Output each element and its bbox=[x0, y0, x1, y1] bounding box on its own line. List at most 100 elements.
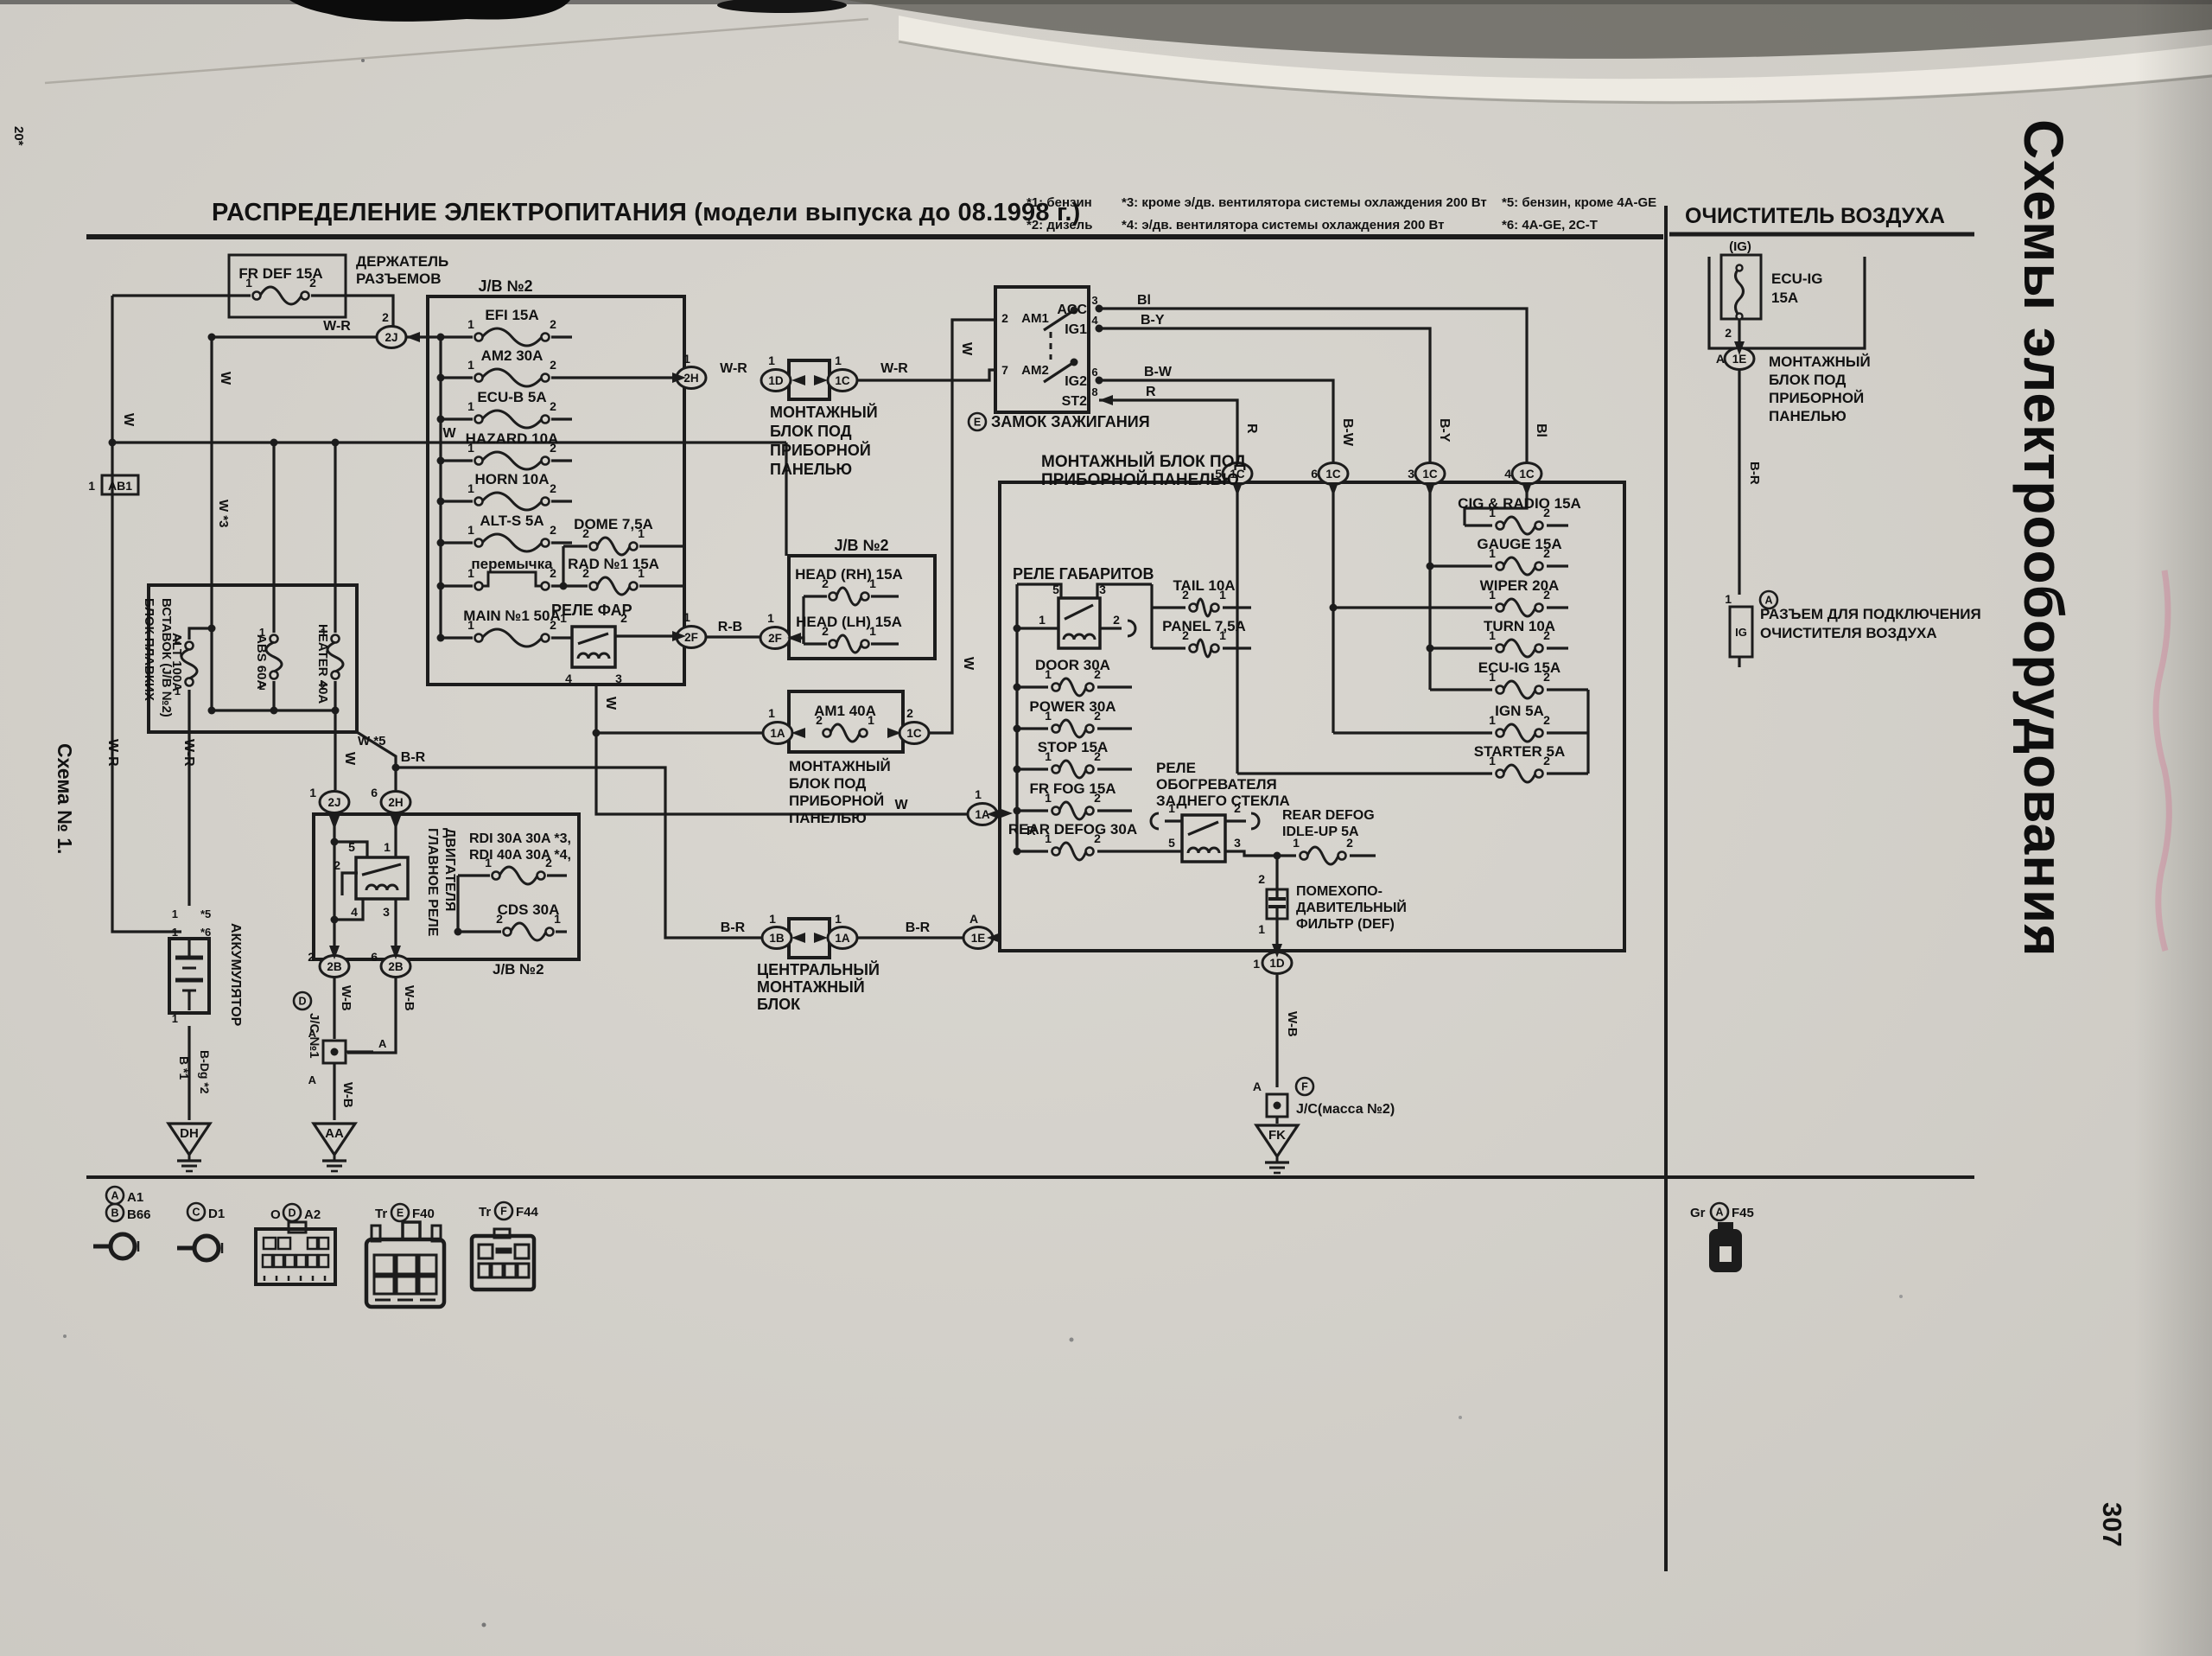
wire bbox=[1017, 583, 1063, 598]
connector-code: 1E bbox=[1732, 353, 1747, 366]
corner-mark: 20* bbox=[11, 126, 26, 146]
fuse-pin: 2 bbox=[822, 576, 829, 590]
circled-letter-text: F bbox=[1301, 1081, 1308, 1093]
wire bbox=[594, 733, 968, 816]
diagram-text: РАЗЪЕМОВ bbox=[356, 271, 442, 287]
junction-dot bbox=[1013, 765, 1021, 774]
fuse-label: ALT-S 5A bbox=[480, 513, 543, 529]
diagram-text: B66 bbox=[127, 1207, 151, 1222]
fuse-element bbox=[1502, 679, 1537, 700]
fuse-pin: 2 bbox=[309, 276, 316, 290]
diagram-text: W bbox=[218, 372, 232, 385]
wire bbox=[334, 899, 365, 921]
diagram-text: 3 bbox=[615, 672, 622, 685]
diagram-text: W bbox=[603, 697, 618, 710]
connector-code: 2B bbox=[327, 960, 342, 973]
connector-code: 1C bbox=[1519, 468, 1535, 481]
diagram-text: 1 bbox=[172, 1012, 178, 1025]
fuse-pin: 2 bbox=[550, 618, 556, 632]
diagram-text: ФИЛЬТР (DEF) bbox=[1296, 917, 1395, 932]
diagram-text: A bbox=[969, 912, 978, 926]
ground-triangle bbox=[311, 1122, 358, 1157]
fuse-pin: 2 bbox=[545, 856, 552, 869]
diagram-text: 1 bbox=[259, 626, 265, 639]
connector-code: 2F bbox=[768, 632, 782, 645]
fuse-pin: 2 bbox=[1094, 791, 1101, 805]
flow-arrow bbox=[1232, 482, 1243, 496]
fuse-pin: 1 bbox=[467, 441, 474, 455]
connector-code: 2J bbox=[385, 331, 397, 344]
diagram-text: БЛОК ПОД bbox=[770, 423, 852, 440]
speck bbox=[1459, 1416, 1462, 1419]
speck bbox=[63, 1334, 67, 1338]
circled-letter-text: B bbox=[111, 1207, 118, 1220]
diagram-text: W-B bbox=[402, 985, 416, 1011]
junction-dot bbox=[1070, 306, 1078, 315]
diagram-text: 2 bbox=[308, 950, 315, 964]
fuse-pin: 1 bbox=[1489, 546, 1496, 560]
multi-pin-connector-icon bbox=[254, 1220, 337, 1286]
connector-code: 2J bbox=[327, 796, 340, 809]
diagram-text: 1 bbox=[768, 353, 775, 367]
diagram-text: (IG) bbox=[1729, 239, 1751, 254]
junction-dot bbox=[436, 456, 445, 465]
diagram-text: ALT 100A bbox=[169, 633, 184, 691]
diagram-text: A bbox=[1716, 352, 1725, 366]
footnote: *5: бензин, кроме 4A-GE bbox=[1502, 195, 1657, 210]
connector-code: 1C bbox=[1230, 468, 1245, 481]
fuse-pin: 2 bbox=[550, 441, 556, 455]
diagram-text: AM1 bbox=[1021, 311, 1049, 326]
speck bbox=[481, 1622, 486, 1627]
fuse-label: STOP 15A bbox=[1038, 739, 1109, 755]
fuse-element bbox=[829, 723, 861, 743]
diagram-text: ДВИГАТЕЛЯ bbox=[442, 828, 457, 911]
junction-dot bbox=[436, 582, 445, 590]
flow-arrow bbox=[1099, 395, 1113, 405]
fuse-element bbox=[1058, 677, 1088, 697]
connector-code: 1C bbox=[1422, 468, 1438, 481]
ring-terminal-icon bbox=[192, 1233, 221, 1263]
junction-dot bbox=[1273, 851, 1281, 860]
diagram-text: B-Y bbox=[1141, 313, 1165, 328]
diagram-text: 3 bbox=[1091, 294, 1097, 307]
wire bbox=[1099, 307, 1529, 463]
junction-dot bbox=[1273, 1101, 1281, 1110]
diagram-text: ПРИБОРНОЙ bbox=[770, 441, 871, 459]
fuse-pin: 2 bbox=[1182, 588, 1189, 602]
diagram-text: 2 bbox=[382, 310, 389, 324]
fuse-label: WIPER 20A bbox=[1480, 577, 1560, 594]
wire bbox=[396, 766, 762, 939]
junction-dot bbox=[1329, 603, 1338, 612]
component-box bbox=[227, 253, 347, 319]
diagram-text: 2 bbox=[321, 679, 327, 692]
circled-letter-text: F bbox=[500, 1206, 507, 1218]
diagram-text: ЗАДНЕГО СТЕКЛА bbox=[1156, 793, 1290, 809]
wire bbox=[111, 296, 181, 933]
relay-box bbox=[354, 856, 410, 901]
fuse-pin: 1 bbox=[1045, 749, 1052, 763]
fuse-pin: 2 bbox=[582, 566, 589, 580]
flow-arrow bbox=[1425, 482, 1435, 496]
flow-arrow bbox=[391, 946, 401, 959]
fuse-label: DOME 7,5A bbox=[574, 516, 653, 532]
junction-dot bbox=[1095, 304, 1103, 313]
relay-coil bbox=[1062, 633, 1096, 640]
fuse-label: DOOR 30A bbox=[1035, 657, 1110, 673]
fuse-pin: 1 bbox=[467, 481, 474, 495]
fuse-element bbox=[1195, 597, 1213, 618]
connector-code: 1B bbox=[769, 932, 785, 945]
fuse-pin: 2 bbox=[1543, 713, 1550, 727]
fuse-element bbox=[326, 640, 345, 673]
diagram-text: ПАНЕЛЬЮ bbox=[770, 461, 852, 478]
diagram-text: A bbox=[378, 1037, 387, 1050]
junction-dot bbox=[436, 538, 445, 547]
fuse-element bbox=[1058, 800, 1088, 821]
relay-contact bbox=[1064, 603, 1094, 621]
flow-arrow bbox=[791, 933, 805, 943]
diagram-text: 1 bbox=[683, 610, 690, 624]
fuse-pin: 2 bbox=[1182, 628, 1189, 642]
diagram-text: A2 bbox=[304, 1207, 321, 1222]
diagram-text: ST2 bbox=[1062, 394, 1087, 409]
wire bbox=[334, 840, 369, 857]
wire bbox=[1096, 583, 1152, 598]
